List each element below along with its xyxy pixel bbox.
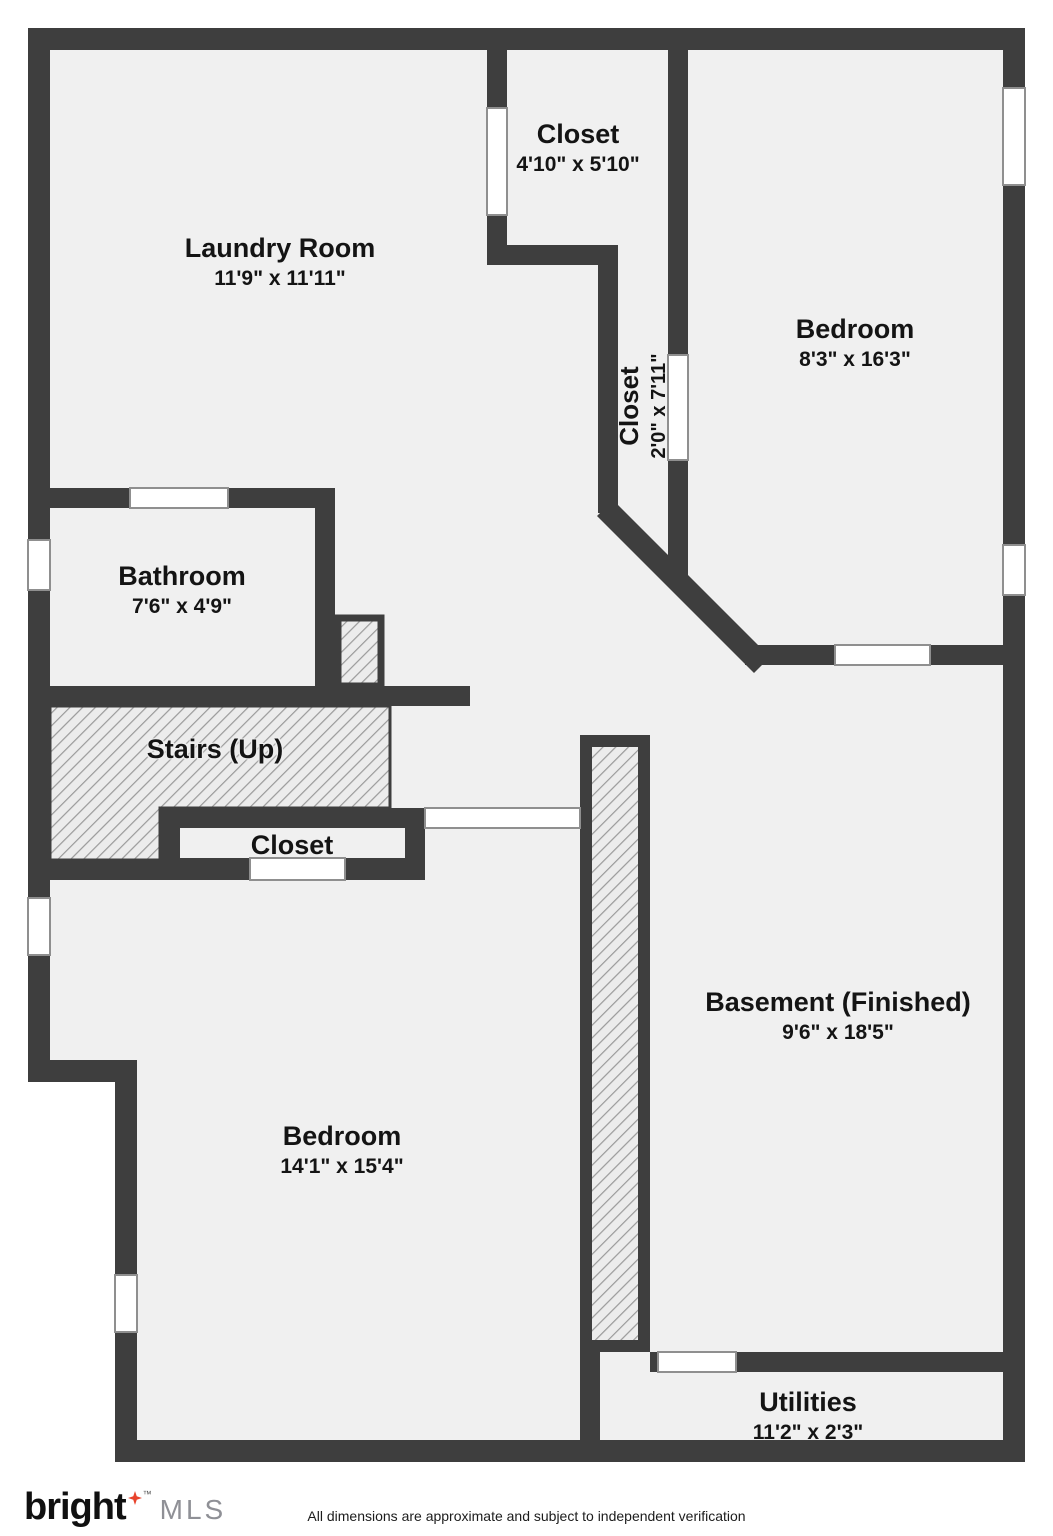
window-bedroom-right-bottom (834, 644, 931, 666)
room-name: Bedroom (795, 314, 915, 344)
wall-closet-small-top (160, 808, 425, 828)
room-dims: 11'2" x 2'3" (752, 1421, 864, 1445)
room-label-stairs: Stairs (Up) (147, 733, 284, 765)
room-label-basement: Basement (Finished) 9'6" x 18'5" (705, 986, 971, 1047)
footer: bright ™ MLS All dimensions are approxim… (0, 1476, 1053, 1536)
room-dims: 4'10" x 5'10" (516, 153, 640, 177)
flame-icon (127, 1491, 142, 1505)
room-name: Closet (250, 830, 334, 860)
wall-below-strip (580, 1352, 600, 1440)
room-dims: 8'3" x 16'3" (799, 348, 911, 372)
room-label-utilities: Utilities 11'2" x 2'3" (753, 1386, 864, 1447)
logo-mls-text: MLS (159, 1494, 227, 1525)
room-dims: 7'6" x 4'9" (132, 595, 232, 619)
center-strip-hatch (592, 747, 638, 1340)
window-closet-top (486, 107, 508, 216)
wall-diagonal (597, 500, 770, 673)
brightmls-logo: bright ™ MLS (24, 1488, 226, 1526)
room-name: Basement (Finished) (705, 987, 971, 1017)
room-dims: 2'0" x 7'11" (648, 353, 671, 459)
room-label-bedroom-left: Bedroom 14'1" x 15'4" (280, 1120, 403, 1181)
wall-closet-vertical-left (598, 245, 618, 513)
room-label-bathroom: Bathroom 7'6" x 4'9" (118, 560, 246, 621)
wall-bedroom-right-left (668, 50, 688, 580)
room-label-laundry: Laundry Room 11'9" x 11'11" (185, 232, 376, 293)
stairs-hatch (48, 704, 392, 862)
hatched-areas (48, 614, 638, 1340)
disclaimer-text: All dimensions are approximate and subje… (307, 1508, 746, 1524)
wall-utilities-top (650, 1352, 1003, 1372)
floor-plan-drawing (27, 28, 1026, 1462)
window-bedroom-left-1 (27, 897, 51, 956)
wall-closet-top-bottom (487, 245, 618, 265)
room-name: Utilities (759, 1387, 857, 1417)
floor-area (50, 50, 1003, 1440)
logo-bright-text: bright (24, 1486, 127, 1528)
room-name: Stairs (Up) (146, 734, 284, 764)
structural-post-hatch (334, 614, 385, 690)
floor-plan: Laundry Room 11'9" x 11'11" Closet 4'10"… (27, 28, 1026, 1462)
room-label-closet-vertical: Closet 2'0" x 7'11" (614, 353, 672, 458)
room-label-bedroom-right: Bedroom 8'3" x 16'3" (796, 313, 915, 374)
window-bathroom-left (27, 539, 51, 591)
room-dims: 9'6" x 18'5" (782, 1021, 894, 1045)
window-closet-vertical (667, 354, 689, 461)
room-label-closet-top: Closet 4'10" x 5'10" (516, 118, 639, 179)
room-name: Laundry Room (184, 233, 376, 263)
opening-utilities (657, 1351, 737, 1373)
trademark-symbol: ™ (142, 1489, 152, 1499)
window-bedroom-right-1 (1002, 87, 1026, 186)
room-name: Closet (536, 119, 620, 149)
windows (27, 87, 1026, 1373)
wall-stairs-top (50, 686, 470, 706)
room-dims: 11'9" x 11'11" (214, 267, 346, 291)
wall-bathroom-right (315, 488, 335, 706)
opening-passage (424, 807, 581, 829)
opening-closet-small (249, 857, 346, 881)
window-bedroom-right-2 (1002, 544, 1026, 596)
room-name: Bathroom (118, 561, 246, 591)
room-dims: 14'1" x 15'4" (280, 1155, 404, 1179)
room-label-closet-small: Closet (251, 829, 334, 861)
window-bedroom-left-2 (114, 1274, 138, 1333)
window-bathroom-top (129, 487, 229, 509)
room-name: Closet (613, 366, 644, 446)
room-name: Bedroom (282, 1121, 402, 1151)
